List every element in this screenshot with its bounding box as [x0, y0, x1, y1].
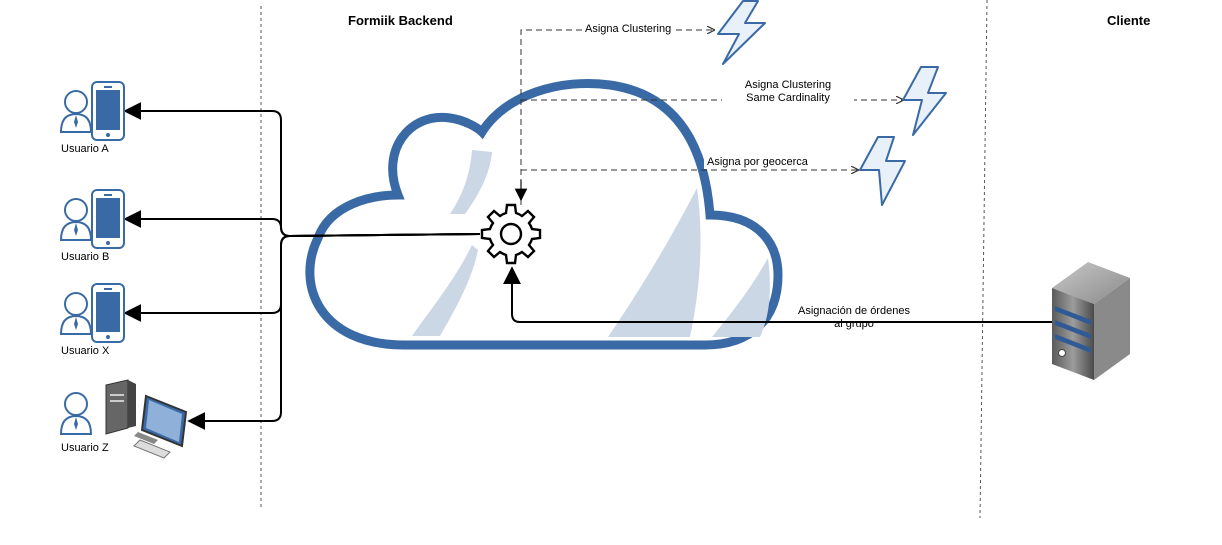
usuario-b-icon-group [59, 189, 125, 249]
desktop-computer-icon [105, 379, 188, 459]
edge-label-clustering: Asigna Clustering [582, 23, 675, 36]
edge-label-orders-line2: al grupo [834, 318, 874, 330]
cloud-icon [305, 78, 783, 350]
mobile-phone-icon [91, 283, 125, 343]
edge-label-orders: Asignación de órdenes al grupo [790, 305, 918, 331]
edge-label-same-cardinality-line1: Asigna Clustering [744, 79, 832, 91]
edge-label-same-cardinality-line2: Same Cardinality [746, 92, 830, 104]
usuario-a-icon-group [59, 81, 125, 141]
client-header: Cliente [1107, 13, 1151, 28]
usuario-z-icon-group [59, 379, 188, 459]
usuario-z-label: Usuario Z [61, 442, 109, 454]
user-icon [59, 292, 93, 335]
user-icon [59, 198, 93, 241]
usuario-x-icon-group [59, 283, 125, 343]
usuario-b-label: Usuario B [61, 251, 110, 263]
gear-icon [480, 203, 542, 265]
server-icon [1052, 262, 1130, 380]
user-icon [59, 392, 93, 435]
mobile-phone-icon [91, 189, 125, 249]
bolt-clustering-icon [717, 0, 766, 65]
connector-cliente-to-gear [503, 266, 1056, 323]
backend-header: Formiik Backend [348, 13, 453, 28]
bolt-geocerca-icon [859, 136, 906, 206]
mobile-phone-icon [91, 81, 125, 141]
edge-label-geocerca: Asigna por geocerca [704, 156, 811, 169]
edge-label-orders-line1: Asignación de órdenes [798, 305, 910, 317]
connector-usuario-z [187, 233, 481, 430]
edge-label-same-cardinality: Asigna Clustering Same Cardinality [722, 79, 854, 105]
lane-divider-right [979, 0, 988, 519]
user-connectors [123, 102, 481, 430]
user-avatars [59, 81, 188, 459]
usuario-x-label: Usuario X [61, 345, 110, 357]
lightning-bolt-icon [717, 0, 947, 206]
user-icon [59, 90, 93, 133]
bolt-same-cardinality-icon [902, 66, 947, 136]
usuario-a-label: Usuario A [61, 143, 109, 155]
